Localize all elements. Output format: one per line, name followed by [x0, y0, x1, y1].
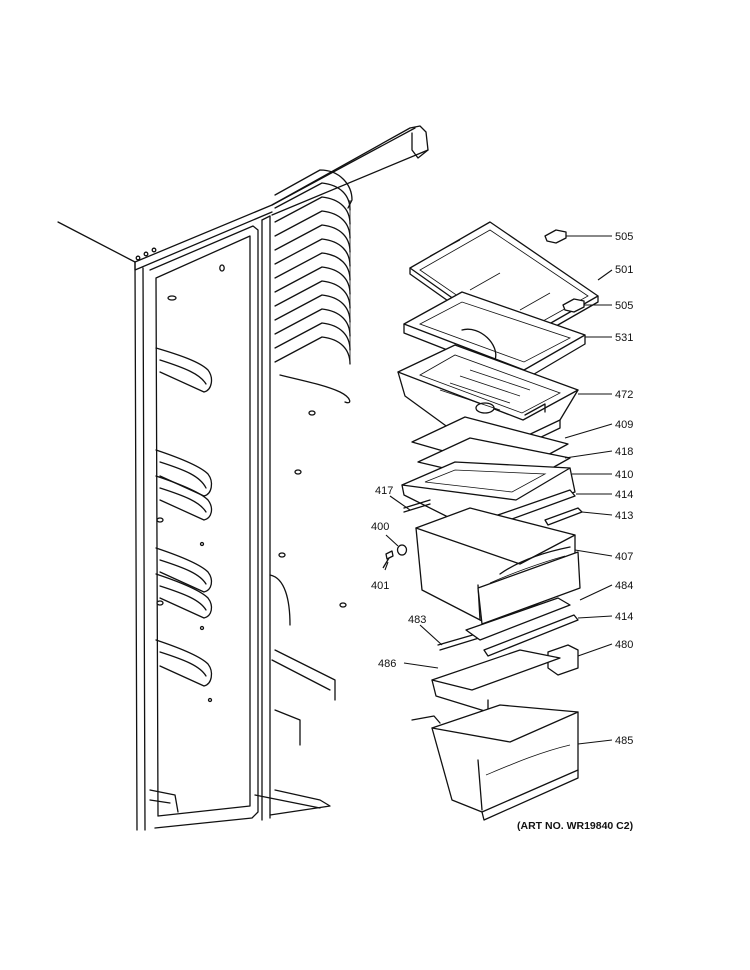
label-501: 501 [615, 264, 633, 276]
label-400: 400 [371, 521, 389, 533]
part-531-frame [403, 291, 586, 381]
part-413-rod [544, 507, 583, 526]
part-labels: 505 501 505 531 472 409 418 410 417 414 … [371, 231, 633, 747]
part-400-grommet [396, 544, 408, 556]
part-417-rod [403, 499, 431, 513]
label-407: 407 [615, 551, 633, 563]
label-409: 409 [615, 419, 633, 431]
label-483: 483 [408, 614, 426, 626]
label-418: 418 [615, 446, 633, 458]
part-484-cover [465, 597, 571, 641]
art-number: (ART NO. WR19840 C2) [517, 820, 634, 832]
part-484-front [477, 551, 581, 625]
part-505-clip-top [544, 229, 567, 244]
label-413: 413 [615, 510, 633, 522]
liner-holes [135, 247, 347, 703]
refrigerator-cabinet [57, 125, 429, 831]
label-417: 417 [375, 485, 393, 497]
part-401-screw [382, 550, 394, 569]
label-410: 410 [615, 469, 633, 481]
part-480-slide [547, 644, 579, 676]
label-484: 484 [615, 580, 633, 592]
part-485-drawer [411, 704, 579, 821]
label-486: 486 [378, 658, 396, 670]
label-505-lower: 505 [615, 300, 633, 312]
label-505-top: 505 [615, 231, 633, 243]
label-414-upper: 414 [615, 489, 633, 501]
part-414-rail-lower [483, 614, 579, 657]
exploded-parts [382, 221, 599, 821]
freezer-shelves [274, 169, 353, 404]
label-531: 531 [615, 332, 633, 344]
label-414-lower: 414 [615, 611, 633, 623]
label-472: 472 [615, 389, 633, 401]
part-505-clip-lower [562, 298, 585, 313]
leader-lines [384, 235, 613, 745]
label-401: 401 [371, 580, 389, 592]
part-486-frame [431, 649, 561, 713]
label-485: 485 [615, 735, 633, 747]
label-480: 480 [615, 639, 633, 651]
door-bins [155, 347, 213, 687]
